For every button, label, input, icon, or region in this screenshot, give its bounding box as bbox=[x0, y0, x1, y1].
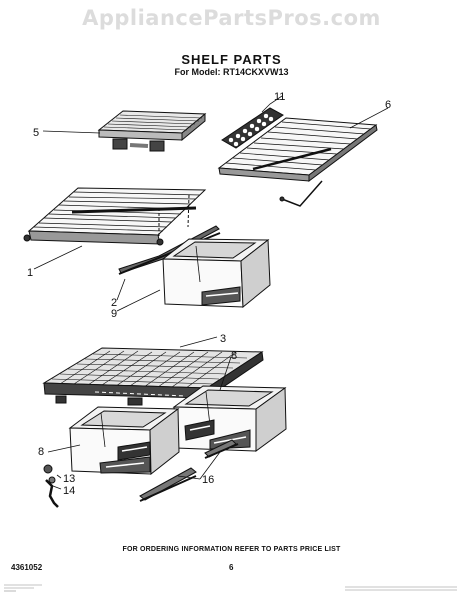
callout-6: 6 bbox=[385, 99, 391, 111]
part-8-crisper-drawer-right bbox=[172, 385, 287, 452]
callout-5: 5 bbox=[33, 127, 39, 139]
part-16-drawer-rails bbox=[139, 439, 239, 502]
fine-print-left bbox=[4, 584, 42, 592]
callout-2: 2 bbox=[111, 297, 117, 309]
part-11-egg-tray bbox=[221, 107, 284, 149]
diagram-title: SHELF PARTS bbox=[181, 52, 282, 67]
page-number: 6 bbox=[229, 563, 234, 572]
watermark: AppliancePartsPros.com bbox=[82, 6, 381, 30]
fine-print-right bbox=[345, 586, 457, 591]
part-8-crisper-drawer-left bbox=[68, 406, 180, 476]
callout-3: 3 bbox=[220, 333, 226, 345]
callout-1: 1 bbox=[27, 267, 33, 279]
model-subtitle: For Model: RT14CKXVW13 bbox=[174, 67, 289, 77]
part-5-glass-shelf bbox=[97, 110, 207, 152]
callout-labels: 11 6 5 1 2 9 3 8 8 13 14 16 bbox=[27, 91, 391, 497]
part-6-wire-shelf bbox=[217, 117, 378, 207]
callout-13: 13 bbox=[63, 473, 75, 485]
callout-11: 11 bbox=[274, 91, 285, 103]
callout-14: 14 bbox=[63, 485, 75, 497]
callout-9: 9 bbox=[111, 308, 117, 320]
callout-8-right: 8 bbox=[231, 350, 237, 362]
callout-8-left: 8 bbox=[38, 446, 44, 458]
ordering-note: FOR ORDERING INFORMATION REFER TO PARTS … bbox=[122, 546, 341, 553]
callout-16: 16 bbox=[202, 474, 214, 486]
leader-lines bbox=[33, 95, 389, 490]
part-1-wire-shelf bbox=[23, 187, 207, 246]
document-number: 4361052 bbox=[11, 563, 43, 572]
part-13-14-bracket bbox=[43, 464, 59, 508]
part-9-crisper-pan bbox=[161, 238, 271, 309]
